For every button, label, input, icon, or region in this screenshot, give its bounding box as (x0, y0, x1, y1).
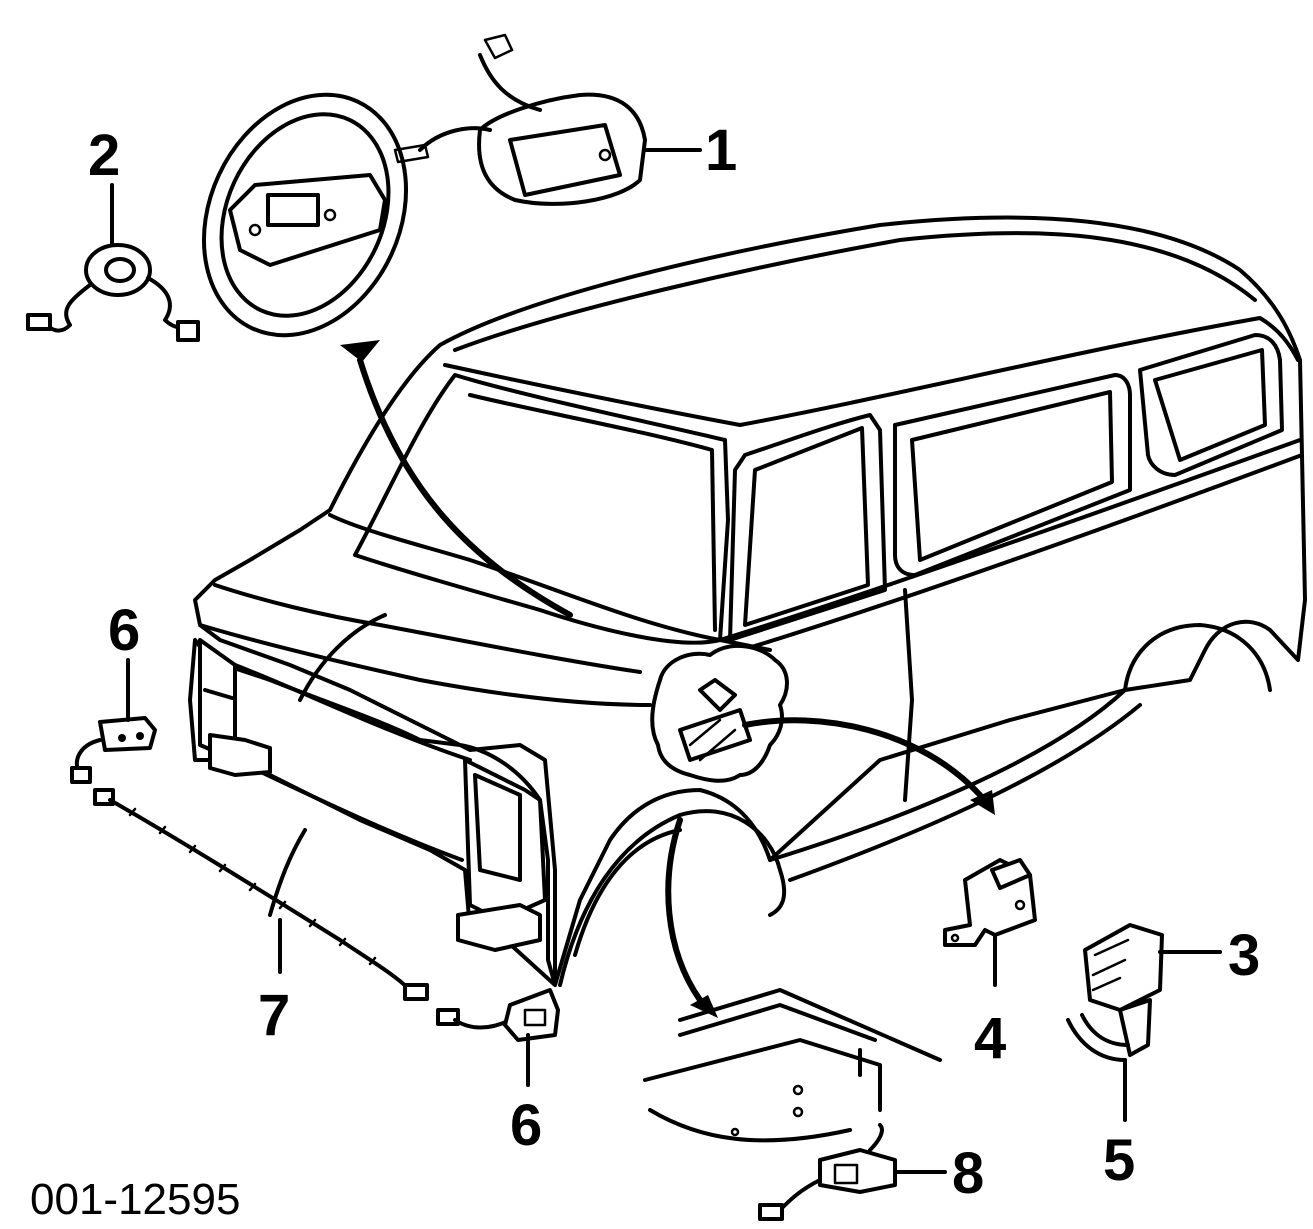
callout-5-label: 5 (1103, 1128, 1135, 1193)
arrow-to-steering-wheel (340, 340, 573, 618)
callout-2-label: 2 (88, 123, 120, 188)
callout-8-label: 8 (952, 1141, 984, 1206)
arrow-to-module-8 (665, 817, 718, 1018)
diagnostic-energy-reserve-module (1066, 923, 1164, 1062)
callout-7-label: 7 (258, 983, 290, 1048)
sensor-harness (93, 788, 512, 1030)
front-sensor-left (70, 716, 157, 784)
front-sensor-right (503, 988, 560, 1042)
airbag-module (393, 33, 647, 206)
callout-4-label: 4 (974, 1006, 1006, 1071)
clockspring-coil (26, 243, 200, 342)
callout-1-label: 1 (705, 118, 737, 183)
steering-wheel (201, 92, 409, 338)
fender-cutaway (650, 643, 789, 783)
arrow-to-sensor-4 (742, 717, 995, 815)
callout-6-top-label: 6 (108, 598, 140, 663)
figure-id-label: 001-12595 (30, 1175, 240, 1224)
callout-6-bottom-label: 6 (510, 1093, 542, 1158)
sensing-diagnostic-module (758, 1123, 897, 1221)
van-body (188, 215, 1307, 987)
callout-3-label: 3 (1228, 923, 1260, 988)
frame-rail (643, 988, 942, 1143)
discriminating-sensor (943, 858, 1037, 947)
leader-lines (110, 148, 1222, 1174)
